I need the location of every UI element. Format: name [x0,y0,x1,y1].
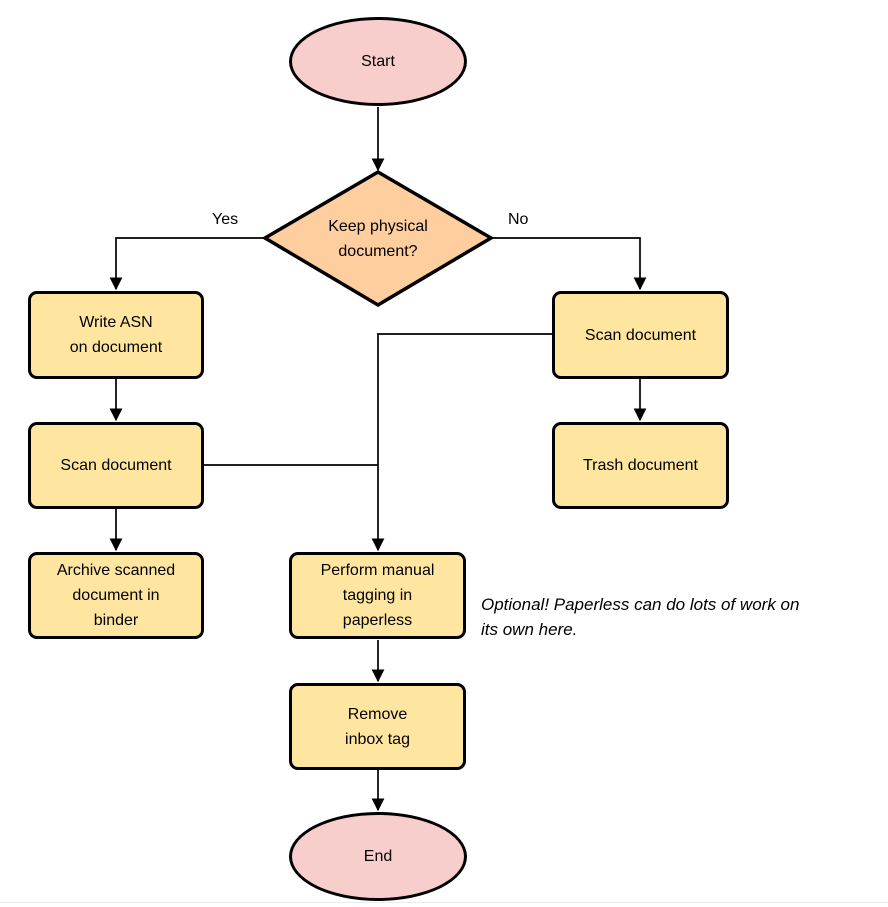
decision-node-shape [261,169,495,308]
decision-node-label: Keep physical document? [328,217,428,260]
bottom-divider [0,902,888,903]
start-node: Start [289,17,467,106]
write-asn-node: Write ASN on document [28,291,204,379]
note-text: Optional! Paperless can do lots of work … [481,595,800,639]
edge-decision-to-write-asn [109,237,265,291]
end-node: End [289,812,467,901]
edge-decision-to-scan-right [491,237,647,291]
trash-document-node: Trash document [552,422,729,509]
archive-document-node: Archive scanned document in binder [28,552,204,639]
scan-document-right-node: Scan document [552,291,729,379]
edge-scan-right-to-tagging [371,333,552,552]
edge-label-yes: Yes [212,211,239,228]
manual-tagging-node: Perform manual tagging in paperless [289,552,466,639]
remove-inbox-tag-node: Remove inbox tag [289,683,466,770]
edge-label-no: No [508,211,529,228]
scan-document-left-node: Scan document [28,422,204,509]
